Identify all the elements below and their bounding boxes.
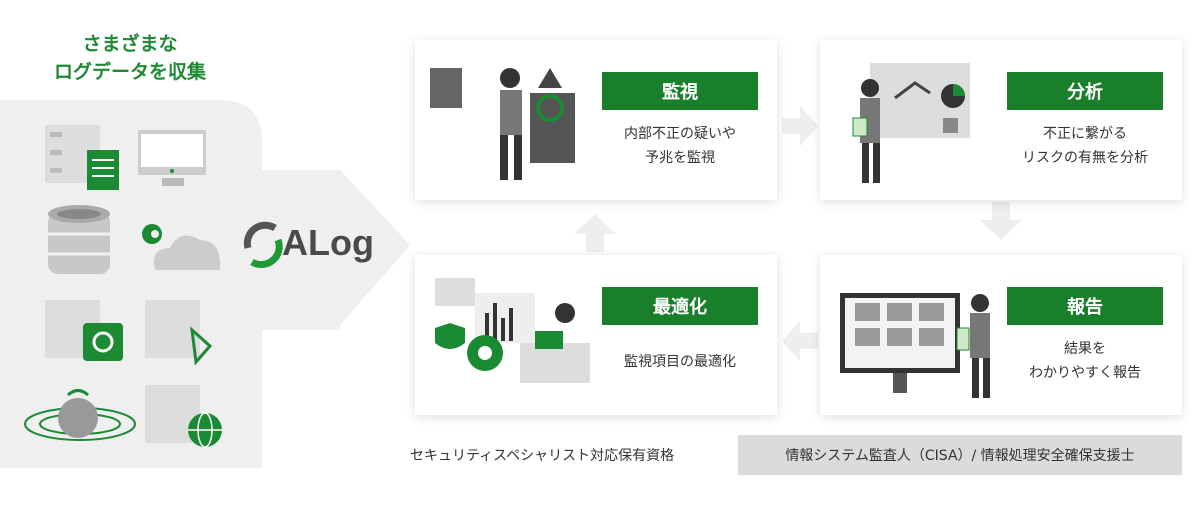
server-document-icon xyxy=(45,125,119,190)
step-description: 監視項目の最適化 xyxy=(624,354,736,370)
arrow-up-icon xyxy=(574,214,616,252)
flow-arrows xyxy=(574,106,1022,361)
alog-logo-icon xyxy=(243,221,283,269)
step-card-report: 報告 結果をわかりやすく報告 xyxy=(820,255,1182,415)
server-network-icon xyxy=(145,300,213,366)
arrow-left-icon xyxy=(782,321,818,361)
arrow-down-icon xyxy=(980,202,1022,240)
step-description: 不正に繋がるリスクの有無を分析 xyxy=(1022,126,1148,166)
monitoring-person-illustration xyxy=(430,68,575,180)
server-gear-icon xyxy=(45,300,123,361)
step-card-optimize: 最適化 監視項目の最適化 xyxy=(415,255,777,415)
collect-title: さまざまな ログデータを収集 xyxy=(53,33,206,83)
log-collection-panel xyxy=(0,100,410,468)
step-card-analyze: 分析 不正に繋がるリスクの有無を分析 xyxy=(820,40,1182,200)
cloud-gear-icon xyxy=(142,224,221,270)
step-description: 内部不正の疑いや予兆を監視 xyxy=(624,126,736,166)
globe-wifi-icon xyxy=(24,389,136,441)
report-person-illustration xyxy=(840,293,990,398)
analysis-person-illustration xyxy=(852,63,970,183)
arrow-right-icon xyxy=(782,106,818,146)
monitor-icon xyxy=(138,130,206,186)
step-card-monitor: 監視 内部不正の疑いや予兆を監視 xyxy=(415,40,777,200)
step-label: 報告 xyxy=(1007,287,1163,325)
optimization-person-illustration xyxy=(435,278,590,383)
database-icon xyxy=(48,205,110,274)
step-description: 結果をわかりやすく報告 xyxy=(1029,341,1141,381)
step-label: 監視 xyxy=(602,72,758,110)
alog-logo: ALog xyxy=(282,222,374,263)
step-label: 分析 xyxy=(1007,72,1163,110)
qualification-label: セキュリティスペシャリスト対応保有資格 xyxy=(410,448,675,464)
step-label: 最適化 xyxy=(602,287,758,325)
qualification-value: 情報システム監査人（CISA）/ 情報処理安全確保支援士 xyxy=(738,435,1182,475)
server-globe-icon xyxy=(145,385,222,448)
